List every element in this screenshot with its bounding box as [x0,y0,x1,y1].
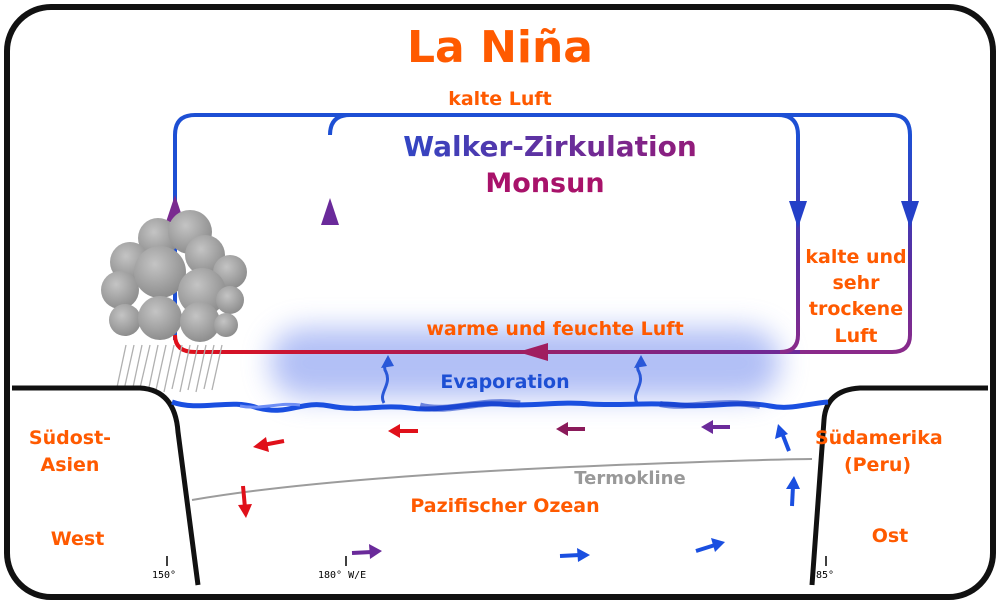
circulation-label: Walker-Zirkulation [340,130,760,164]
landmass-east [809,385,988,586]
upper-air-label: kalte Luft [448,88,552,110]
current-arrow-icon [559,548,590,562]
current-arrow-icon [695,538,725,553]
rain-cloud-icon [101,210,247,393]
ocean-label: Pazifischer Ozean [410,495,600,517]
current-arrow-icon [388,424,418,438]
west-side-label: West [50,528,105,550]
surface-air-label: warme und feuchte Luft [426,318,684,340]
monsoon-label: Monsun [485,168,605,199]
current-arrow-icon [238,485,252,518]
sinking-arrow-outer-icon [901,201,919,228]
evaporation-arrowhead-icon [634,355,647,368]
descending-air-label: kalte und sehr trockene Luft [805,246,907,347]
evaporation-arrowhead-icon [381,355,394,368]
evaporation-glow [270,328,780,398]
longitude-ticks [166,556,827,566]
westward-air-arrow-icon [518,343,548,361]
east-region-label: Südamerika (Peru) [815,427,943,476]
longitude-tick-label: 180° W/E [318,570,367,581]
walker-inner-loop [328,113,800,354]
rising-arrow-inner-icon [321,198,339,225]
thermocline-label: Termokline [574,468,686,489]
longitude-tick-label: 150° [152,570,177,581]
east-side-label: Ost [871,525,909,547]
landmass-west [12,385,201,586]
current-arrow-icon [701,420,730,434]
current-arrow-icon [351,544,382,559]
diagram-frame [4,4,996,600]
sinking-arrow-inner-icon [789,201,807,228]
current-arrow-icon [556,422,585,436]
current-arrow-icon [775,424,791,452]
longitude-tick-label: 85° [816,570,835,581]
diagram-title: La Niña [407,22,593,73]
west-region-label: Südost-Asien [28,427,112,476]
thermocline-line [191,458,813,501]
current-arrow-icon [253,437,285,452]
current-arrow-icon [786,476,800,507]
evaporation-label: Evaporation [440,371,570,393]
